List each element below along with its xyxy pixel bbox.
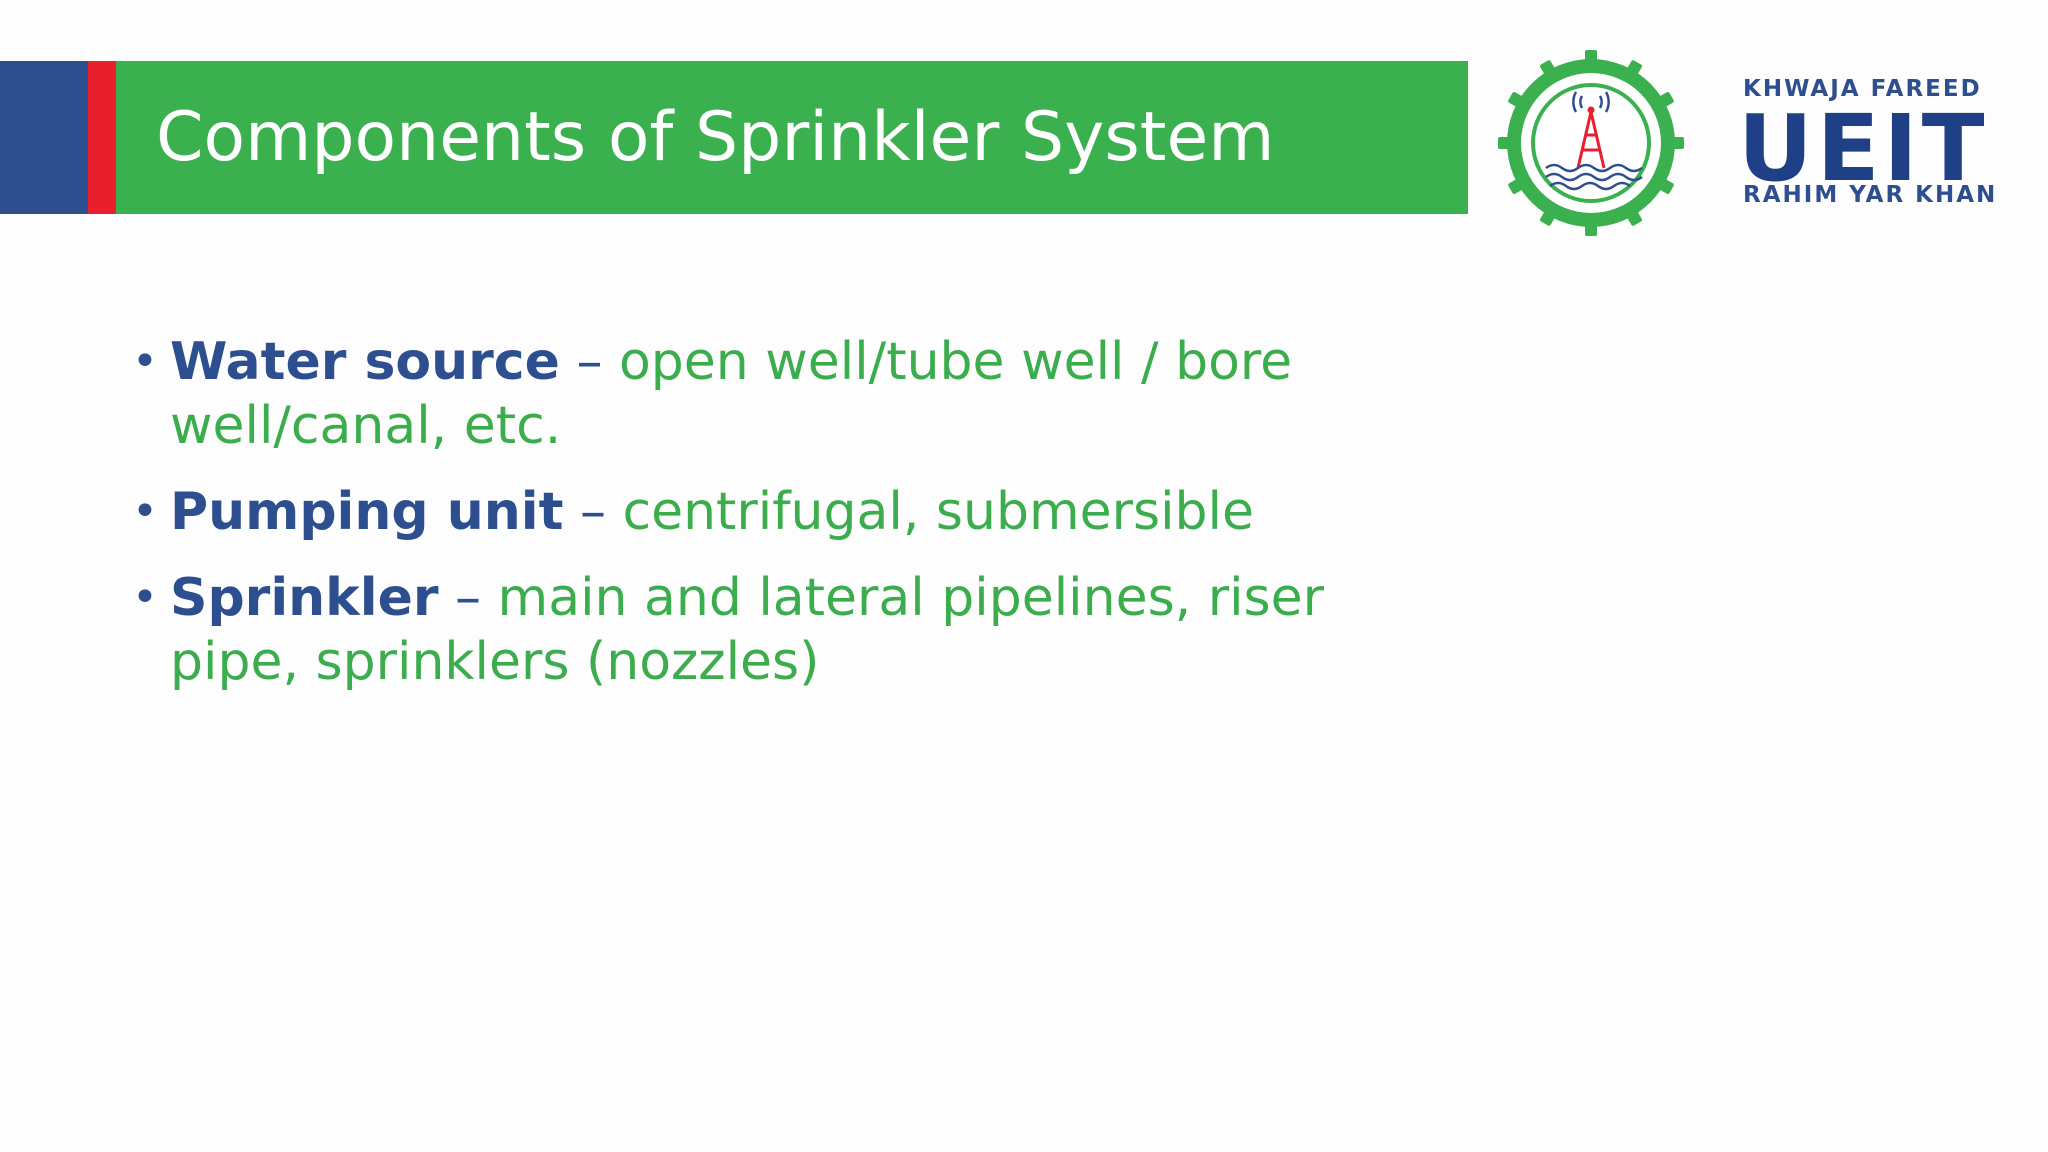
bullet-icon: • [132, 572, 158, 623]
title-banner-green-bar [116, 61, 1468, 214]
bullet-term: Sprinkler [170, 568, 439, 628]
university-seal-icon [1498, 50, 1684, 236]
org-name-top: KHWAJA FAREED [1743, 76, 1982, 102]
bullet-description: open well/tube well / bore well/canal, e… [170, 332, 1293, 456]
title-banner-blue-accent [0, 61, 88, 214]
org-name-main: UEIT [1738, 95, 1989, 202]
bullet-icon: • [132, 486, 158, 537]
list-item: • Sprinkler – main and lateral pipelines… [130, 566, 1380, 694]
bullet-description: centrifugal, submersible [622, 482, 1254, 542]
bullet-description: main and lateral pipelines, riser pipe, … [170, 568, 1325, 692]
org-name-bottom: RAHIM YAR KHAN [1743, 182, 1998, 208]
bullet-dash: – [579, 482, 606, 542]
bullet-dash: – [576, 332, 603, 392]
university-logo: KHWAJA FAREED UEIT RAHIM YAR KHAN [1498, 50, 2018, 236]
title-banner: Components of Sprinkler System [0, 61, 1468, 214]
list-item: • Water source – open well/tube well / b… [130, 330, 1380, 458]
bullet-list: • Water source – open well/tube well / b… [130, 330, 1380, 716]
bullet-term: Water source [170, 332, 560, 392]
list-item: • Pumping unit – centrifugal, submersibl… [130, 480, 1380, 544]
bullet-icon: • [132, 336, 158, 387]
title-banner-red-accent [88, 61, 116, 214]
slide-title: Components of Sprinkler System [156, 98, 1275, 177]
bullet-dash: – [455, 568, 482, 628]
bullet-term: Pumping unit [170, 482, 564, 542]
